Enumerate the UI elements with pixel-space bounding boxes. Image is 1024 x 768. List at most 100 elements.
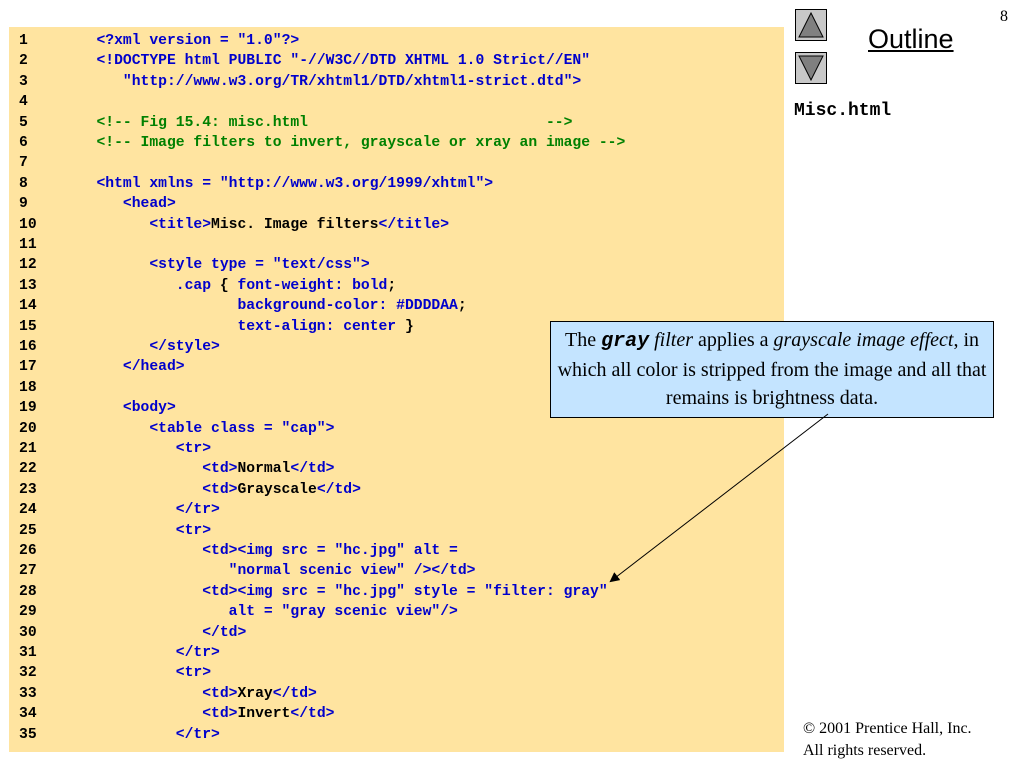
code-token <box>70 665 176 681</box>
line-number: 32 <box>19 665 37 682</box>
code-token: Invert <box>237 706 291 723</box>
code-token: ; <box>457 298 467 315</box>
code-text: text-align: center } <box>70 317 414 337</box>
line-number: 25 <box>19 522 37 539</box>
code-token: <body> <box>122 400 176 417</box>
code-token <box>70 625 202 641</box>
callout-text: applies a <box>692 329 774 351</box>
code-token <box>70 33 96 49</box>
code-text: <!DOCTYPE html PUBLIC "-//W3C//DTD XHTML… <box>70 51 590 71</box>
code-text: <td><img src = "hc.jpg" alt = <box>70 541 458 561</box>
code-token <box>70 604 229 620</box>
code-token: <td> <box>202 461 238 478</box>
code-token: <!-- Fig 15.4: misc.html --> <box>96 114 573 131</box>
callout-text: The <box>564 329 602 351</box>
code-token: </tr> <box>175 645 220 661</box>
code-text: <table class = "cap"> <box>70 419 334 439</box>
code-text: <html xmlns = "http://www.w3.org/1999/xh… <box>70 174 493 194</box>
code-token: > <box>360 257 370 274</box>
code-text: <!-- Image filters to invert, grayscale … <box>70 133 625 153</box>
code-token: </title> <box>378 216 450 233</box>
line-number: 7 <box>19 155 28 172</box>
line-number: 34 <box>19 706 37 723</box>
code-token: <td><img src = <box>202 543 335 559</box>
line-number: 11 <box>19 237 37 253</box>
code-token: /></td> <box>404 563 476 580</box>
code-text: </tr> <box>70 500 220 520</box>
code-text: </head> <box>70 357 185 377</box>
code-token <box>70 196 123 212</box>
line-number: 18 <box>19 379 37 396</box>
line-number: 29 <box>19 604 37 621</box>
code-token: <td> <box>202 685 238 702</box>
code-token: <title> <box>149 216 212 233</box>
code-token: Normal <box>237 461 291 478</box>
line-number: 17 <box>19 359 37 376</box>
callout-box: The gray filter applies a grayscale imag… <box>550 321 994 418</box>
code-token <box>70 217 149 233</box>
code-token: <head> <box>122 196 176 213</box>
line-number: 1 <box>19 33 28 49</box>
code-token: </td> <box>316 481 361 498</box>
next-slide-button[interactable] <box>795 52 827 84</box>
code-token: "cap" <box>281 420 326 437</box>
line-number: 23 <box>19 481 37 498</box>
code-text: </style> <box>70 337 220 357</box>
code-text: <td>Xray</td> <box>70 684 317 704</box>
code-text: background-color: #DDDDAA; <box>70 296 467 316</box>
code-text: alt = "gray scenic view"/> <box>70 602 458 622</box>
line-number: 6 <box>19 135 28 151</box>
code-token: > <box>325 420 335 437</box>
line-number: 16 <box>19 339 37 355</box>
line-number: 12 <box>19 257 37 274</box>
outline-link[interactable]: Outline <box>868 24 954 54</box>
code-text: </tr> <box>70 643 220 663</box>
code-text: "normal scenic view" /></td> <box>70 561 476 581</box>
line-number: 28 <box>19 583 37 600</box>
previous-slide-button[interactable] <box>795 9 827 41</box>
code-token: text-align: center <box>237 318 397 335</box>
code-token <box>70 359 123 375</box>
code-token <box>70 686 202 702</box>
code-token: </tr> <box>175 502 220 519</box>
code-token: <?xml version = <box>96 33 238 49</box>
code-token <box>70 53 96 69</box>
code-token: "filter: gray" <box>484 583 608 600</box>
code-text: </tr> <box>70 725 220 745</box>
code-token <box>70 400 123 416</box>
code-token: <html xmlns = <box>96 175 220 192</box>
code-token: </td> <box>272 685 317 702</box>
code-text: "http://www.w3.org/TR/xhtml1/DTD/xhtml1-… <box>70 72 581 92</box>
code-token: <style type = <box>149 257 273 274</box>
code-text: <tr> <box>70 439 211 459</box>
code-token <box>70 176 96 192</box>
line-number: 15 <box>19 318 37 335</box>
code-token: </td> <box>202 624 247 641</box>
code-token <box>70 421 149 437</box>
code-token: <td> <box>202 481 238 498</box>
code-text: <title>Misc. Image filters</title> <box>70 215 449 235</box>
code-text: .cap { font-weight: bold; <box>70 276 396 296</box>
code-token <box>70 502 176 518</box>
line-number: 22 <box>19 461 37 478</box>
code-token <box>70 115 96 131</box>
triangle-down-icon <box>798 55 824 82</box>
code-token: "hc.jpg" <box>334 583 405 600</box>
code-text: <td>Grayscale</td> <box>70 480 361 500</box>
code-token <box>70 727 176 743</box>
code-token: <tr> <box>175 522 212 539</box>
code-token: #DDDDAA <box>396 298 458 315</box>
code-token: </td> <box>290 706 335 723</box>
code-text: <td><img src = "hc.jpg" style = "filter:… <box>70 582 608 602</box>
code-token: } <box>396 318 414 335</box>
code-text: <style type = "text/css"> <box>70 255 370 275</box>
triangle-up-icon <box>798 11 824 38</box>
code-token: <tr> <box>175 665 212 682</box>
code-token: style = <box>404 583 485 600</box>
code-token: </style> <box>149 339 220 355</box>
code-token: <table class = <box>149 420 282 437</box>
code-token: "http://www.w3.org/TR/xhtml1/DTD/xhtml1-… <box>122 73 573 90</box>
code-token: <!-- Image filters to invert, grayscale … <box>96 135 626 151</box>
code-token: Misc. Image filters <box>211 216 379 233</box>
code-token <box>70 441 176 457</box>
